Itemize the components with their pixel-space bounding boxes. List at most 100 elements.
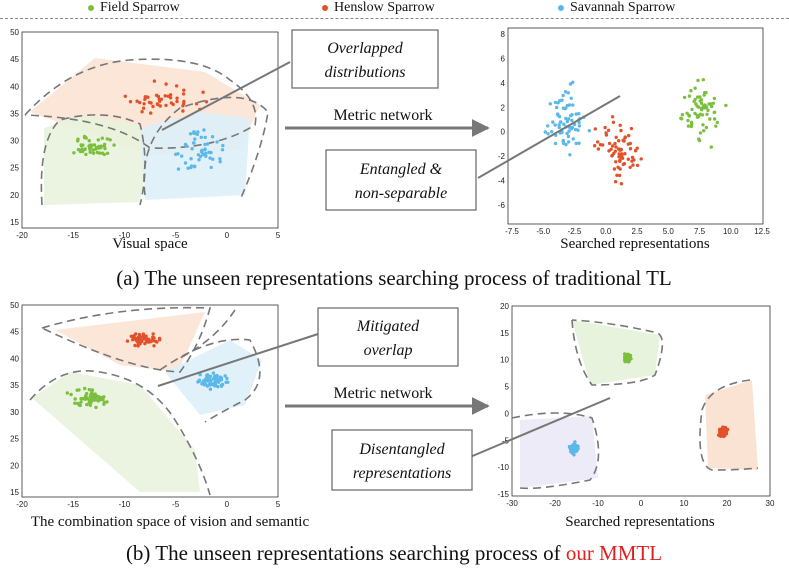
scatter-point	[164, 103, 168, 108]
scatter-point	[629, 126, 634, 131]
scatter-point	[193, 164, 197, 168]
scatter-point	[587, 129, 591, 133]
scatter-point	[697, 105, 701, 109]
metric-network-label: Metric network	[333, 385, 432, 402]
legend-label: Henslow Sparrow	[334, 0, 435, 15]
scatter-point	[571, 103, 575, 107]
mitigated-overlap-box	[317, 307, 459, 367]
scatter-point	[617, 152, 621, 156]
scatter-point	[149, 111, 153, 115]
scatter-point	[690, 107, 694, 112]
scatter-point	[570, 125, 575, 130]
scatter-point	[680, 113, 685, 117]
scatter-point	[102, 402, 106, 406]
scatter-point	[184, 144, 188, 148]
scatter-point	[607, 149, 611, 153]
scatter-point	[204, 377, 208, 381]
scatter-point	[169, 101, 174, 105]
y-tick-label: 25	[10, 435, 19, 444]
searched-representations-label: Searched representations	[565, 514, 715, 530]
henslow-cluster-boundary	[699, 379, 759, 471]
x-tick-label: -20	[16, 231, 28, 240]
scatter-point	[201, 152, 205, 157]
scatter-point	[596, 147, 601, 151]
x-tick-label: 0	[225, 231, 230, 240]
scatter-point	[711, 101, 715, 106]
scatter-point	[181, 109, 185, 113]
scatter-point	[151, 332, 155, 336]
scatter-point	[603, 125, 607, 130]
scatter-point	[679, 116, 683, 121]
y-tick-label: 4	[501, 79, 506, 88]
scatter-point	[702, 129, 706, 133]
scatter-point	[203, 135, 207, 140]
savannah-cluster-region	[520, 416, 598, 488]
legend-label: Savannah Sparrow	[570, 0, 676, 15]
callout-line	[157, 333, 319, 387]
y-tick-label: 10	[500, 356, 509, 365]
scatter-point	[614, 145, 618, 149]
scatter-point	[83, 147, 87, 152]
scatter-point	[94, 405, 98, 410]
scatter-point	[569, 96, 573, 101]
y-tick-label: -4	[498, 177, 506, 186]
scatter-point	[701, 104, 705, 108]
scatter-point	[75, 388, 79, 392]
scatter-point	[546, 124, 550, 128]
scatter-point	[557, 125, 561, 130]
scatter-point	[705, 112, 709, 117]
scatter-point	[218, 160, 222, 164]
scatter-point	[626, 142, 630, 146]
scatter-point	[553, 123, 557, 127]
scatter-point	[208, 374, 213, 378]
scatter-point	[189, 164, 194, 168]
scatter-point	[174, 84, 179, 88]
overlapped-distributions-box	[291, 29, 439, 89]
scatter-point	[553, 141, 558, 146]
scatter-point	[577, 112, 581, 116]
y-tick-label: 25	[10, 164, 19, 173]
scatter-point	[576, 128, 580, 132]
x-tick-label: -5	[172, 500, 180, 509]
box-line-1: Overlapped	[327, 40, 404, 57]
legend-item-field-sparrow: Field Sparrow	[88, 0, 180, 16]
scatter-point	[615, 173, 619, 177]
metric-network-label: Metric network	[333, 107, 432, 124]
scatter-point	[550, 130, 554, 134]
scatter-point	[704, 104, 708, 109]
scatter-point	[188, 132, 193, 136]
scatter-point	[182, 99, 186, 104]
scatter-point	[689, 124, 694, 129]
box-line-2: non-separable	[355, 185, 447, 202]
scatter-point	[204, 100, 209, 104]
scatter-point	[692, 99, 696, 104]
scatter-point	[614, 135, 618, 139]
scatter-point	[211, 371, 216, 375]
scatter-point	[131, 338, 135, 342]
x-tick-label: -5.0	[536, 227, 550, 236]
scatter-point	[621, 162, 625, 167]
scatter-point	[181, 92, 186, 96]
scatter-point	[218, 157, 222, 161]
scatter-point	[168, 93, 173, 97]
scatter-point	[220, 148, 225, 152]
scatter-point	[689, 89, 693, 93]
y-tick-label: -15	[497, 490, 509, 499]
scatter-point	[618, 173, 622, 178]
scatter-point	[566, 117, 571, 121]
scatter-point	[152, 79, 157, 83]
savannah-boundary	[159, 338, 261, 423]
scatter-point	[123, 94, 128, 99]
x-tick-label: 0	[639, 499, 644, 508]
scatter-point	[100, 136, 105, 140]
scatter-point	[709, 145, 713, 149]
x-tick-label: 10.0	[723, 227, 739, 236]
scatter-point	[152, 336, 156, 340]
